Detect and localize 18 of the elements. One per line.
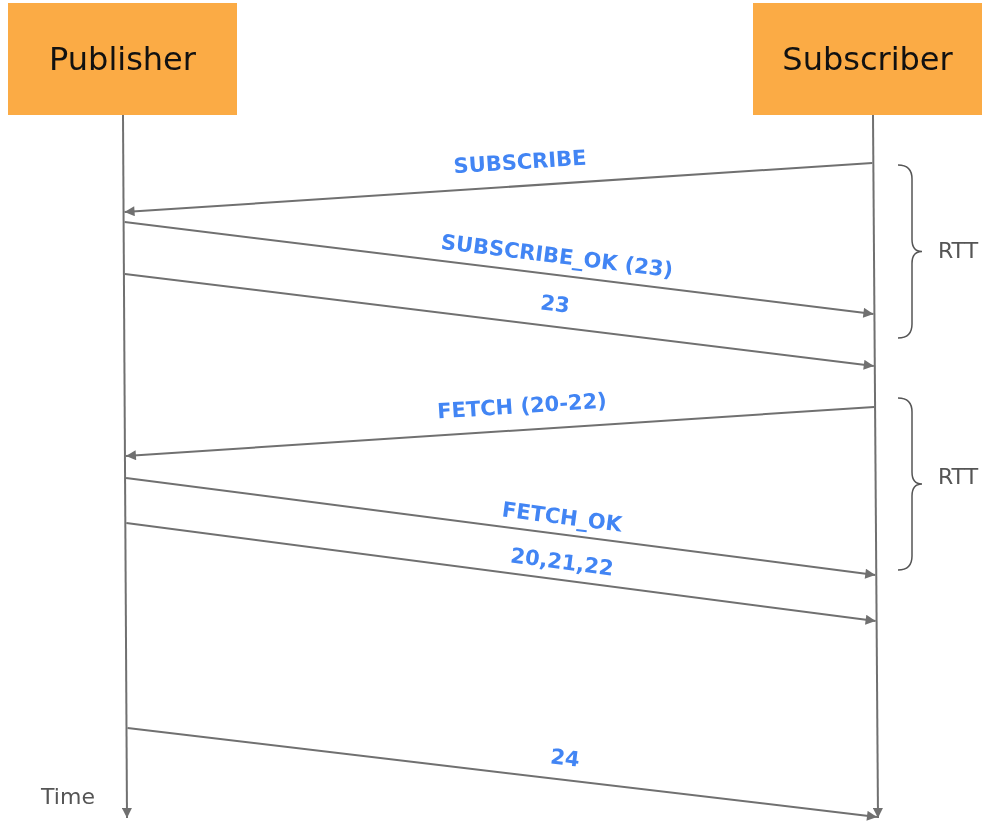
interval-label: RTT — [937, 237, 979, 263]
message-arrow — [123, 162, 874, 217]
message-arrow — [123, 273, 875, 370]
participant-box: Publisher — [8, 3, 237, 115]
message-arrow — [123, 221, 875, 318]
message-arrow — [125, 522, 877, 625]
message-arrow — [124, 406, 876, 461]
message-label: 24 — [549, 744, 581, 772]
message-label: 20,21,22 — [509, 543, 615, 581]
message-arrow — [126, 727, 878, 821]
interval-label: RTT — [937, 463, 979, 489]
message-label: FETCH_OK — [500, 497, 624, 537]
participant-box: Subscriber — [753, 3, 982, 115]
message-label: FETCH (20-22) — [436, 388, 608, 424]
message-label: 23 — [539, 290, 571, 318]
message-arrow — [125, 477, 877, 579]
axis-label: Time — [41, 783, 95, 809]
message-label: SUBSCRIBE — [452, 145, 588, 179]
